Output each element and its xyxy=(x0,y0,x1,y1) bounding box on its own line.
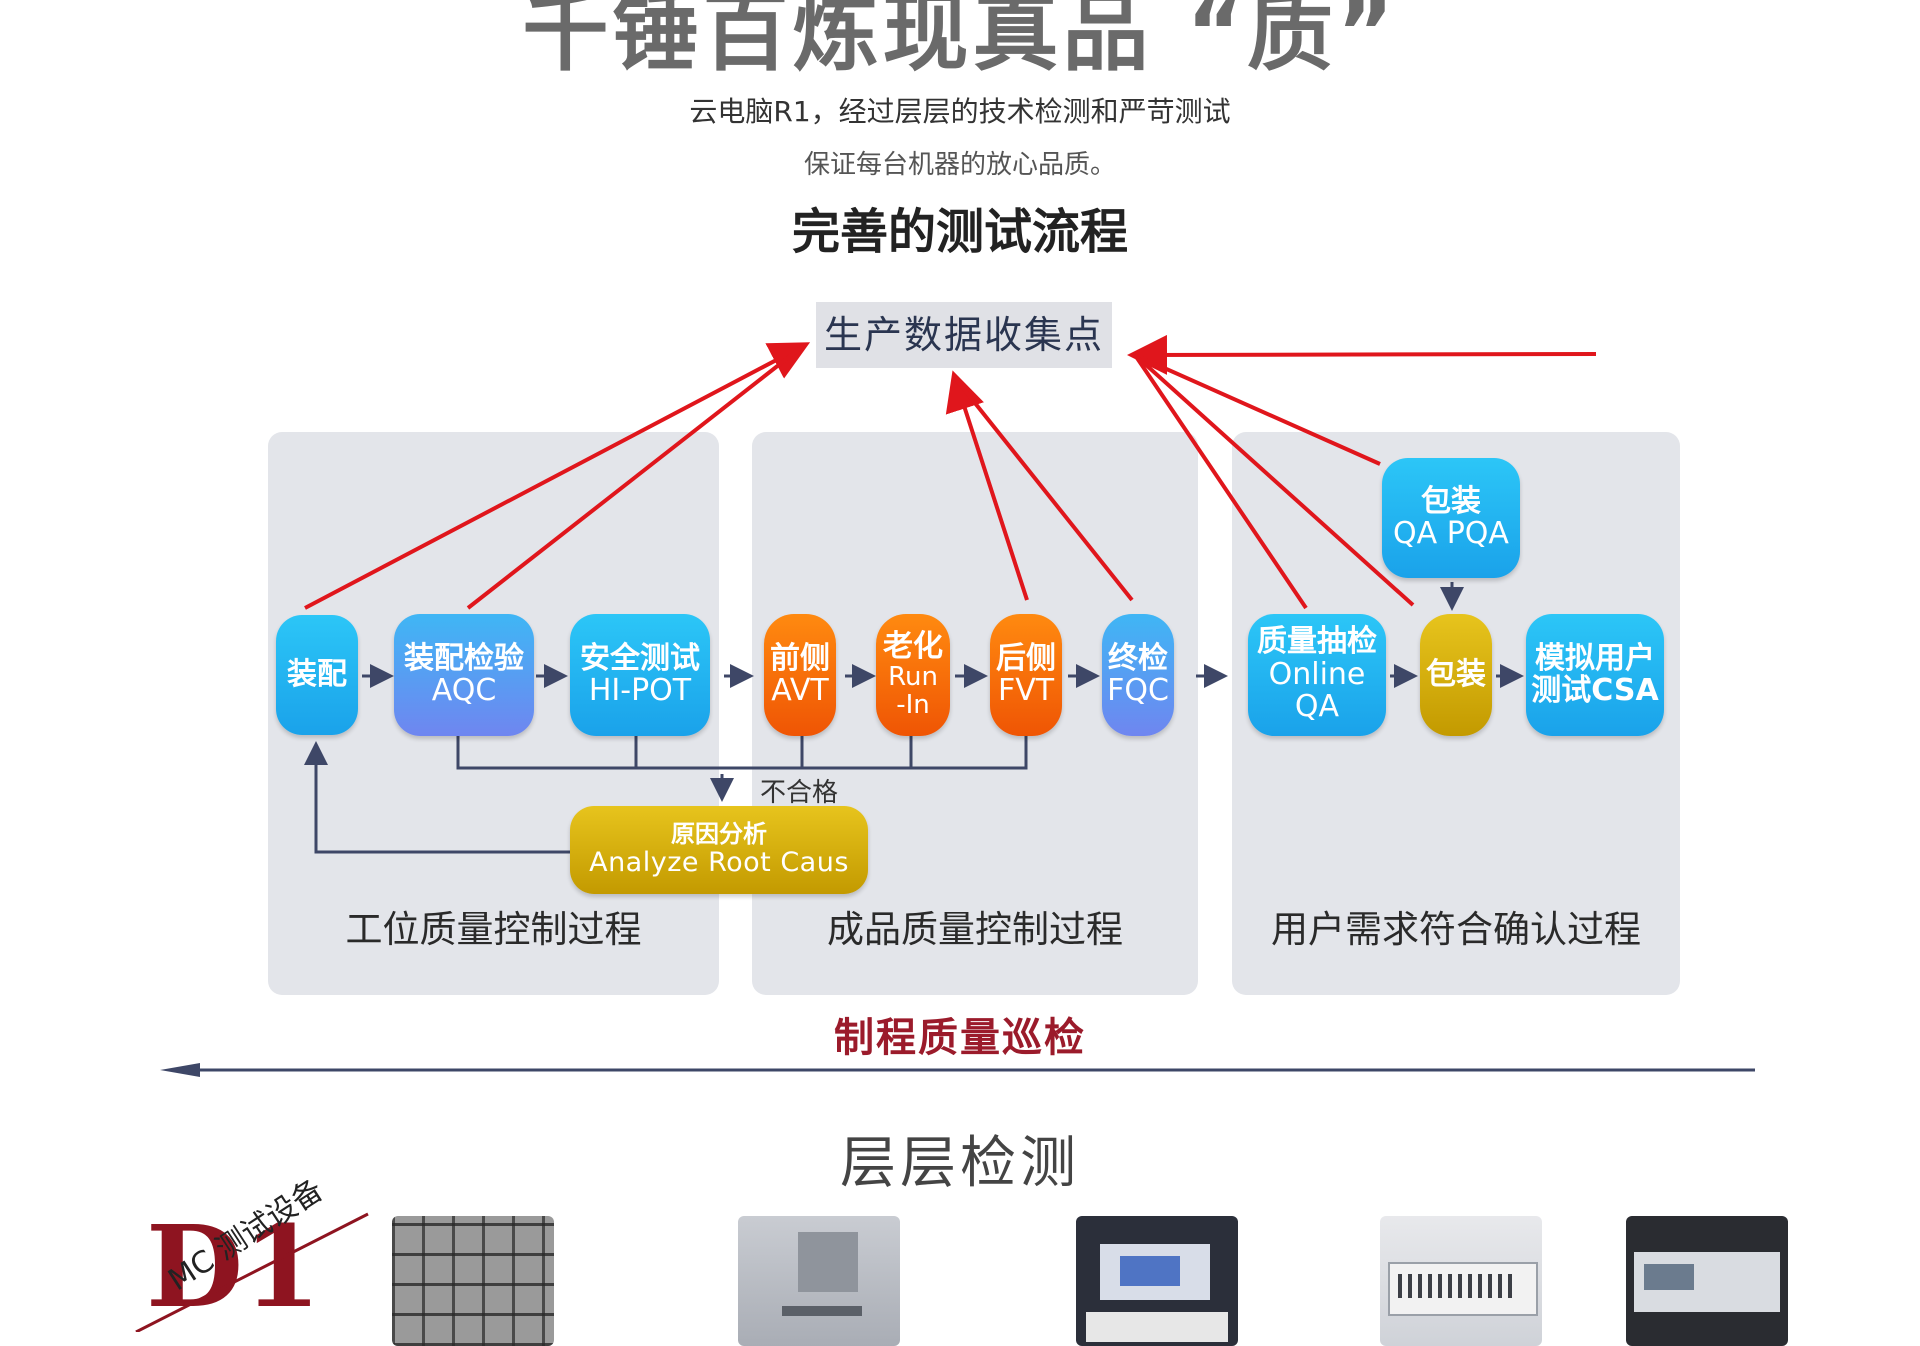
flow-arrows xyxy=(362,582,1524,688)
equipment-photo-anechoic-chamber xyxy=(392,1216,554,1346)
node-aqc-line2: AQC xyxy=(431,673,497,708)
node-packing-qa-line2: QA PQA xyxy=(1393,516,1509,551)
node-hipot-line1: 安全测试 xyxy=(580,640,700,676)
node-online-qa-line3: QA xyxy=(1294,689,1340,725)
node-fvt-line2: FVT xyxy=(997,673,1055,708)
node-fqc: 终检 FQC xyxy=(1102,614,1174,736)
node-run-in-line3: -In xyxy=(896,690,930,721)
page-hero-title: 千锤百炼现真品 “质” xyxy=(522,0,1398,83)
node-run-in: 老化 Run -In xyxy=(876,614,950,736)
node-fqc-line1: 终检 xyxy=(1108,640,1168,676)
node-online-qa-line2: Online xyxy=(1268,656,1366,692)
equipment-photo-signal-generator xyxy=(1626,1216,1788,1346)
node-assembly-label: 装配 xyxy=(287,656,347,692)
equipment-photo-test-rig xyxy=(738,1216,900,1346)
equipment-photo-analyzer xyxy=(1076,1216,1238,1346)
node-packing-qa-line1: 包装 xyxy=(1421,483,1481,519)
node-csa-line2: 测试CSA xyxy=(1531,673,1659,708)
node-root-cause-analysis: 原因分析 Analyze Root Caus xyxy=(570,806,868,894)
red-data-arrows xyxy=(304,334,1597,610)
process-patrol-label: 制程质量巡检 xyxy=(834,1015,1086,1061)
node-run-in-line2: Run xyxy=(888,662,938,693)
node-csa-line1: 模拟用户 xyxy=(1535,640,1655,676)
node-avt: 前侧 AVT xyxy=(764,614,836,736)
node-fqc-line2: FQC xyxy=(1107,673,1169,708)
section-title-test-flow: 完善的测试流程 xyxy=(791,204,1128,260)
brand-logo-d1: D1 xyxy=(146,1202,322,1333)
node-assembly: 装配 xyxy=(276,615,358,735)
node-packing-qa: 包装 QA PQA xyxy=(1382,458,1520,578)
node-fvt: 后侧 FVT xyxy=(990,614,1062,736)
equipment-photo-rack-unit xyxy=(1380,1216,1542,1346)
page-subtitle-line1: 云电脑R1，经过层层的技术检测和严苛测试 xyxy=(689,95,1231,128)
node-fvt-line1: 后侧 xyxy=(996,640,1056,676)
node-avt-line1: 前侧 xyxy=(770,640,830,676)
page-subtitle-line2: 保证每台机器的放心品质。 xyxy=(803,150,1116,180)
node-aqc: 装配检验 AQC xyxy=(394,614,534,736)
panel-label-product-quality: 成品质量控制过程 xyxy=(827,908,1123,951)
data-collection-point: 生产数据收集点 xyxy=(816,302,1112,368)
reject-label: 不合格 xyxy=(760,778,839,808)
node-packing-label: 包装 xyxy=(1426,656,1486,692)
panel-label-user-requirement: 用户需求符合确认过程 xyxy=(1271,908,1641,951)
node-run-in-line1: 老化 xyxy=(883,628,943,664)
reject-feedback-lines xyxy=(304,736,1028,854)
root-cause-line2: Analyze Root Caus xyxy=(589,847,849,879)
node-hipot-line2: HI-POT xyxy=(588,673,692,708)
node-online-qa: 质量抽检 Online QA xyxy=(1248,614,1386,736)
layers-section-title: 层层检测 xyxy=(840,1131,1080,1196)
root-cause-line1: 原因分析 xyxy=(671,820,767,849)
node-online-qa-line1: 质量抽检 xyxy=(1257,624,1377,660)
node-aqc-line1: 装配检验 xyxy=(404,640,524,676)
node-csa: 模拟用户 测试CSA xyxy=(1526,614,1664,736)
node-avt-line2: AVT xyxy=(771,673,829,708)
node-hipot: 安全测试 HI-POT xyxy=(570,614,710,736)
panel-label-station-quality: 工位质量控制过程 xyxy=(345,908,642,951)
patrol-arrow xyxy=(160,1063,1755,1077)
node-packing: 包装 xyxy=(1420,614,1492,736)
